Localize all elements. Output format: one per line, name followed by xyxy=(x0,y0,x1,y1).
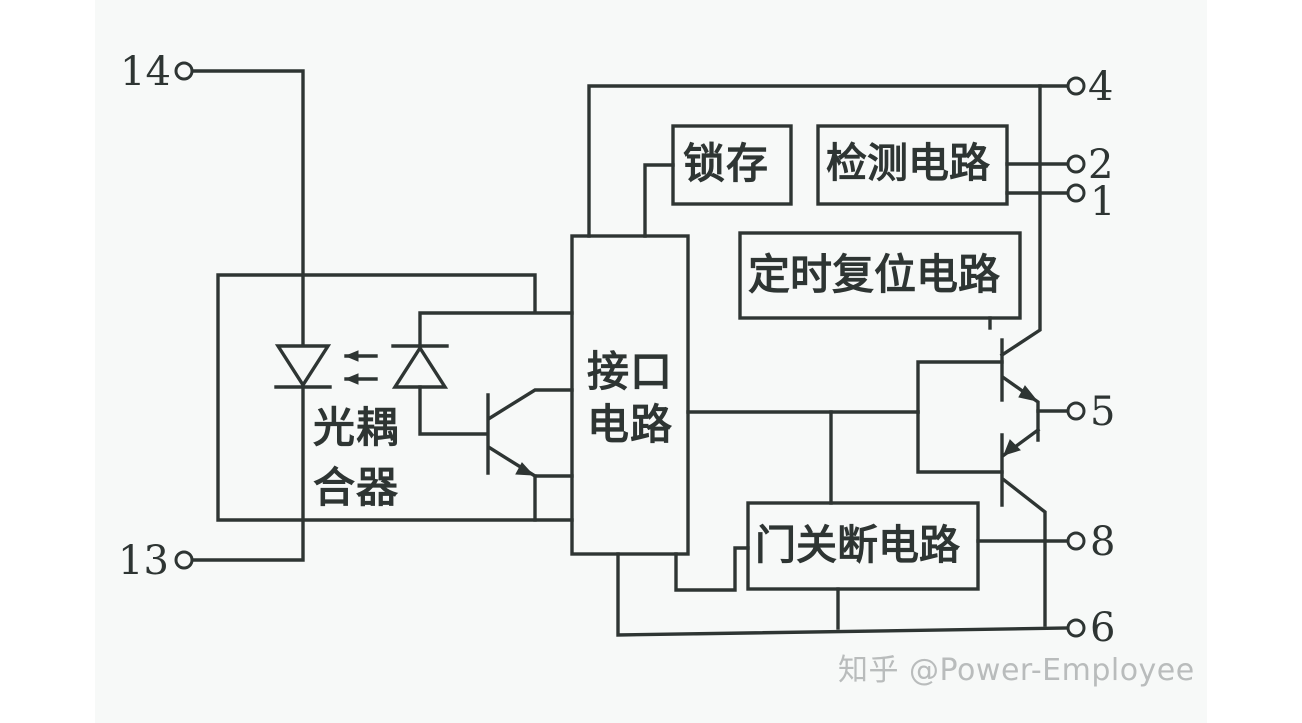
driver-wiring xyxy=(686,360,1004,505)
ground-rail-wiring xyxy=(616,552,1070,637)
pin-13-terminal xyxy=(174,550,194,570)
low-side-transistor-icon xyxy=(1000,427,1047,627)
pin-5-label: 5 xyxy=(1090,389,1116,435)
optocoupler-label-line1: 光耦 xyxy=(313,403,400,452)
gate-shutdown-wiring xyxy=(674,539,1070,630)
pin-8-label: 8 xyxy=(1090,519,1116,565)
pin-1-terminal xyxy=(1066,183,1086,203)
timer-reset-block xyxy=(738,231,1022,320)
high-side-transistor-icon xyxy=(1000,338,1070,442)
photodiode-icon xyxy=(391,311,574,436)
pin-4-terminal xyxy=(1066,76,1086,96)
gate-shutdown-block xyxy=(746,501,980,591)
pin-1-label: 1 xyxy=(1090,179,1116,225)
optocoupler-label-line2: 合器 xyxy=(313,463,400,512)
gate-shutdown-label: 门关断电路 xyxy=(755,521,960,569)
latch-label: 锁存 xyxy=(683,139,770,188)
pin-5-terminal xyxy=(1066,401,1086,421)
led-icon xyxy=(274,344,332,389)
optocoupler-transistor-icon xyxy=(486,388,574,522)
interface-circuit-block xyxy=(570,234,690,556)
pin-6-label: 6 xyxy=(1090,605,1116,651)
supply-rail-wiring xyxy=(587,84,1070,358)
detection-pin-wiring xyxy=(1005,162,1070,195)
pin-8-terminal xyxy=(1066,531,1086,551)
pin-6-terminal xyxy=(1066,618,1086,638)
pin-2-terminal xyxy=(1066,154,1086,174)
pin-2-label: 2 xyxy=(1088,142,1114,188)
light-arrows-icon xyxy=(344,350,378,385)
pin-14-label: 14 xyxy=(120,49,171,95)
diagram-background xyxy=(95,0,1207,723)
timer-reset-label: 定时复位电路 xyxy=(748,250,1001,299)
input-wiring xyxy=(190,69,305,562)
optocoupler-frame-wiring xyxy=(216,273,574,522)
pin-terminals xyxy=(174,61,1086,638)
pin-13-label: 13 xyxy=(118,538,169,584)
latch-block xyxy=(671,124,793,206)
pin-4-label: 4 xyxy=(1088,64,1114,110)
watermark: 知乎 @Power-Employee xyxy=(838,653,1195,688)
interface-circuit-label-line1: 接口 xyxy=(587,347,674,396)
pin-14-terminal xyxy=(174,61,194,81)
detection-circuit-label: 检测电路 xyxy=(826,139,990,187)
latch-wiring xyxy=(643,163,675,238)
interface-circuit-label-line2: 电路 xyxy=(587,400,674,449)
